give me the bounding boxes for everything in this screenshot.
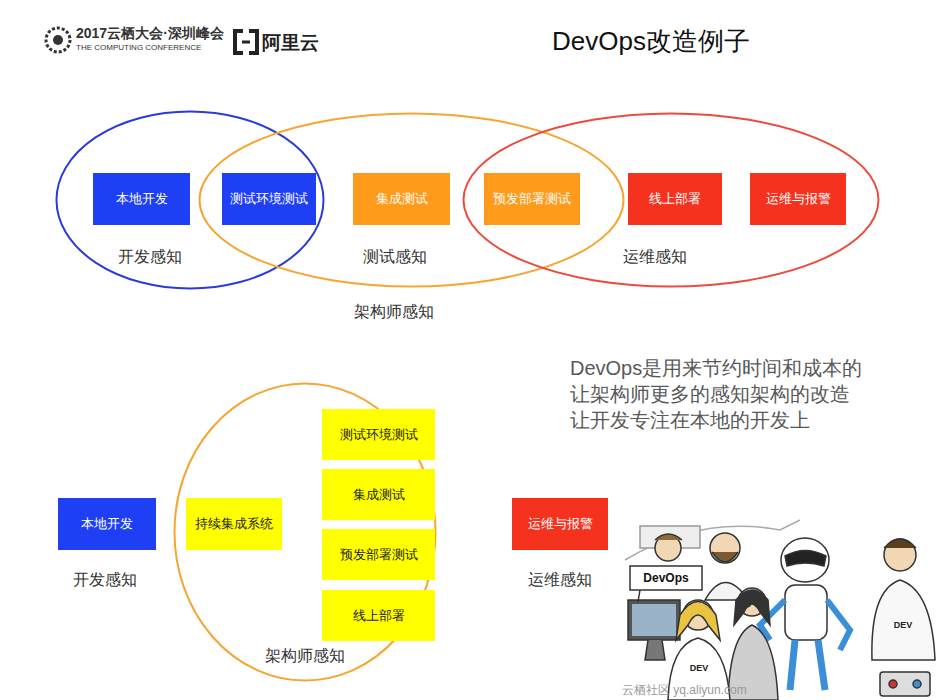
conference-name: 2017云栖大会·深圳峰会 [76, 25, 224, 43]
note-text: DevOps是用来节约时间和成本的 让架构师更多的感知架构的改造 让开发专注在本… [570, 355, 900, 433]
devops-cartoon [625, 520, 935, 700]
box-label: 本地开发 [116, 190, 168, 208]
perception-label: 架构师感知 [265, 646, 345, 667]
box-label: 运维与报警 [528, 515, 593, 533]
stage-box: 集成测试 [322, 469, 435, 520]
box-label: 测试环境测试 [230, 190, 308, 208]
box-label: 集成测试 [353, 486, 405, 504]
perception-label: 测试感知 [363, 247, 427, 268]
perception-ellipse: 开发感知 本地开发 测试环境测试 [55, 110, 325, 290]
stage-box: 持续集成系统 [186, 498, 282, 550]
box-label: 预发部署测试 [340, 546, 418, 564]
slide-title: DevOps改造例子 [552, 24, 750, 59]
stage-box: 线上部署 [322, 590, 435, 641]
ellipse-stroke [200, 114, 624, 287]
stage-box: 本地开发 [93, 173, 190, 225]
perception-label: 架构师感知 [354, 302, 434, 323]
watermark: 云栖社区 yq.aliyun.com [622, 682, 747, 699]
perception-label: 开发感知 [118, 247, 182, 268]
stage-box: 本地开发 [58, 498, 156, 550]
perception-ellipse: 运维感知 预发部署测试 线上部署 运维与报警 [462, 112, 880, 288]
brand-name: 阿里云 [262, 30, 319, 56]
stage-box: 测试环境测试 [222, 173, 316, 225]
stage-box: 预发部署测试 [322, 529, 435, 580]
ellipse-stroke [464, 114, 879, 287]
box-label: 线上部署 [353, 607, 405, 625]
stage-box: 测试环境测试 [322, 409, 435, 460]
box-label: 持续集成系统 [195, 515, 273, 533]
sign-text: DevOps [643, 571, 688, 585]
box-label: 线上部署 [649, 190, 701, 208]
stage-box: 运维与报警 [512, 498, 608, 550]
box-label: 测试环境测试 [340, 426, 418, 444]
stage-box: 预发部署测试 [484, 173, 580, 225]
box-label: 集成测试 [376, 190, 428, 208]
conference-subtitle: THE COMPUTING CONFERENCE [76, 43, 201, 52]
perception-ellipse: 架构师感知 持续集成系统 测试环境测试集成测试预发部署测试线上部署 [173, 382, 437, 682]
conference-logo [46, 28, 70, 52]
box-label: 预发部署测试 [493, 190, 571, 208]
shirt-text: DEV [894, 620, 913, 630]
box-label: 本地开发 [81, 515, 133, 533]
perception-label: 运维感知 [623, 247, 687, 268]
ellipse-stroke [57, 112, 324, 289]
box-label: 运维与报警 [766, 190, 831, 208]
aliyun-logo [235, 31, 257, 53]
shirt-text: DEV [690, 663, 709, 673]
stage-box: 线上部署 [628, 173, 722, 225]
perception-label: 开发感知 [73, 570, 137, 591]
ellipse-stroke [175, 384, 436, 681]
stage-box: 运维与报警 [750, 173, 846, 225]
stage-box: 集成测试 [353, 173, 450, 225]
perception-label: 运维感知 [528, 570, 592, 591]
